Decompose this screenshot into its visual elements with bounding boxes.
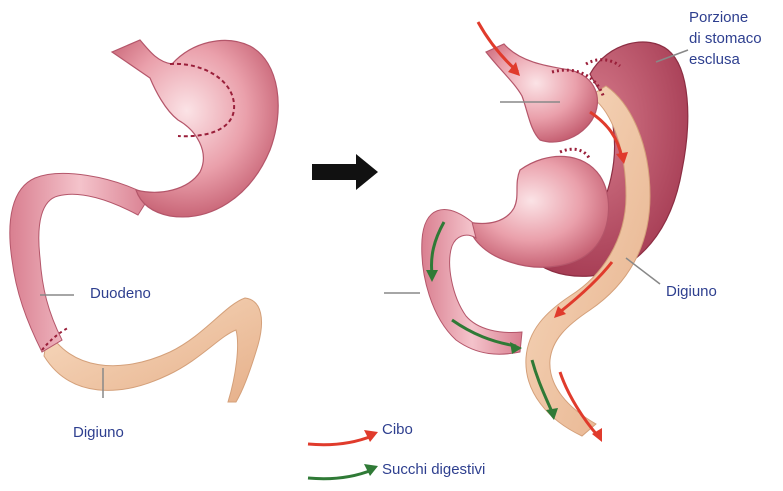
legend-juices-label: Succhi digestivi	[382, 460, 485, 479]
remnant-stomach	[468, 156, 609, 267]
normal-anatomy	[10, 40, 278, 402]
duodenum	[10, 174, 150, 352]
label-digiuno-left: Digiuno	[73, 423, 124, 442]
label-duodeno: Duodeno	[90, 284, 151, 303]
legend-juices-arrow	[308, 470, 372, 479]
process-arrow	[312, 154, 378, 190]
label-digiuno-right: Digiuno	[666, 282, 717, 301]
label-porzione-line1: Porzione	[689, 8, 748, 27]
jejunum-left	[44, 298, 262, 402]
legend-food-label: Cibo	[382, 420, 413, 439]
legend-food-arrow	[308, 436, 372, 445]
stomach-left	[112, 40, 278, 217]
label-porzione-line2: di stomaco	[689, 29, 762, 48]
legend-food-arrowhead	[364, 430, 378, 442]
label-porzione-line3: esclusa	[689, 50, 740, 69]
legend-juices-arrowhead	[364, 464, 378, 476]
bypass-anatomy	[384, 22, 688, 442]
